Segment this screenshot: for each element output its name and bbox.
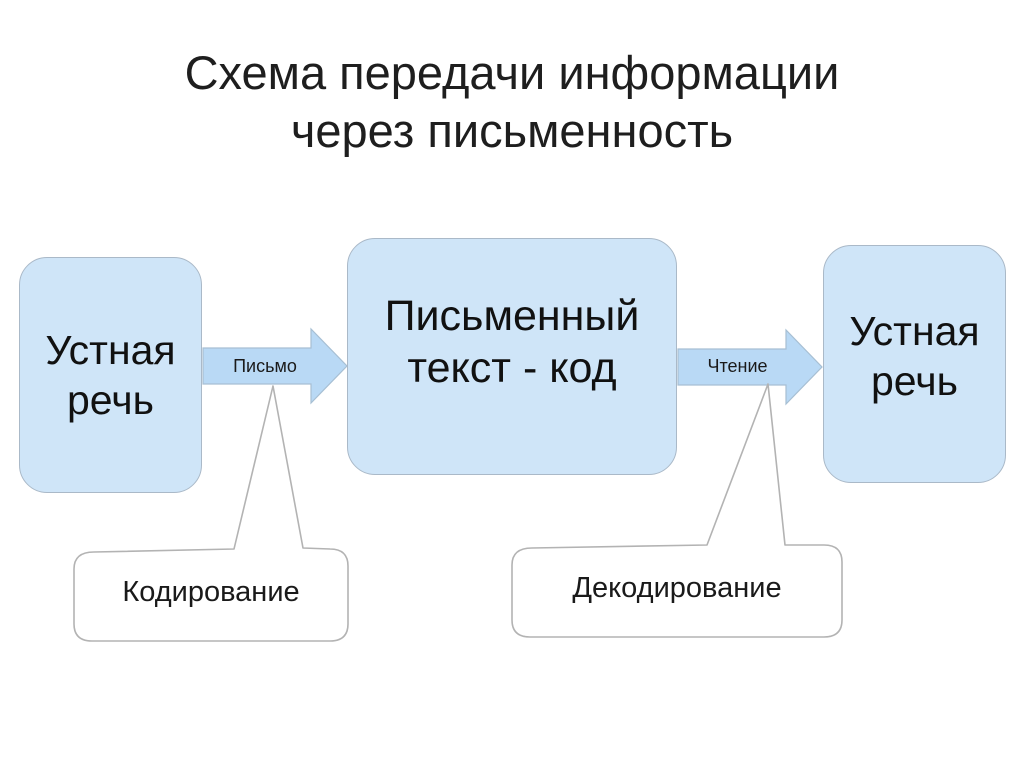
box-oral-speech-source-label: Устная речь	[45, 327, 176, 423]
arrow-writing	[202, 327, 348, 405]
box-oral-speech-target: Устная речь	[823, 245, 1006, 483]
box-oral-speech-source: Устная речь	[19, 257, 202, 493]
callout-coding	[73, 385, 349, 642]
page-title: Схема передачи информации через письменн…	[0, 44, 1024, 160]
callout-coding-label: Кодирование	[122, 576, 300, 608]
box-written-text-code-label: Письменный текст - код	[384, 291, 640, 392]
title-line-2: через письменность	[290, 104, 734, 157]
arrow-reading-label: Чтение	[707, 356, 768, 376]
title-line-1: Схема передачи информации	[184, 46, 840, 99]
arrow-reading	[677, 328, 823, 406]
callout-decoding	[511, 383, 843, 638]
arrow-writing-label: Письмо	[233, 356, 297, 376]
callout-decoding-label: Декодирование	[572, 572, 782, 604]
box-written-text-code: Письменный текст - код	[347, 238, 677, 475]
box-oral-speech-target-label: Устная речь	[849, 308, 980, 404]
